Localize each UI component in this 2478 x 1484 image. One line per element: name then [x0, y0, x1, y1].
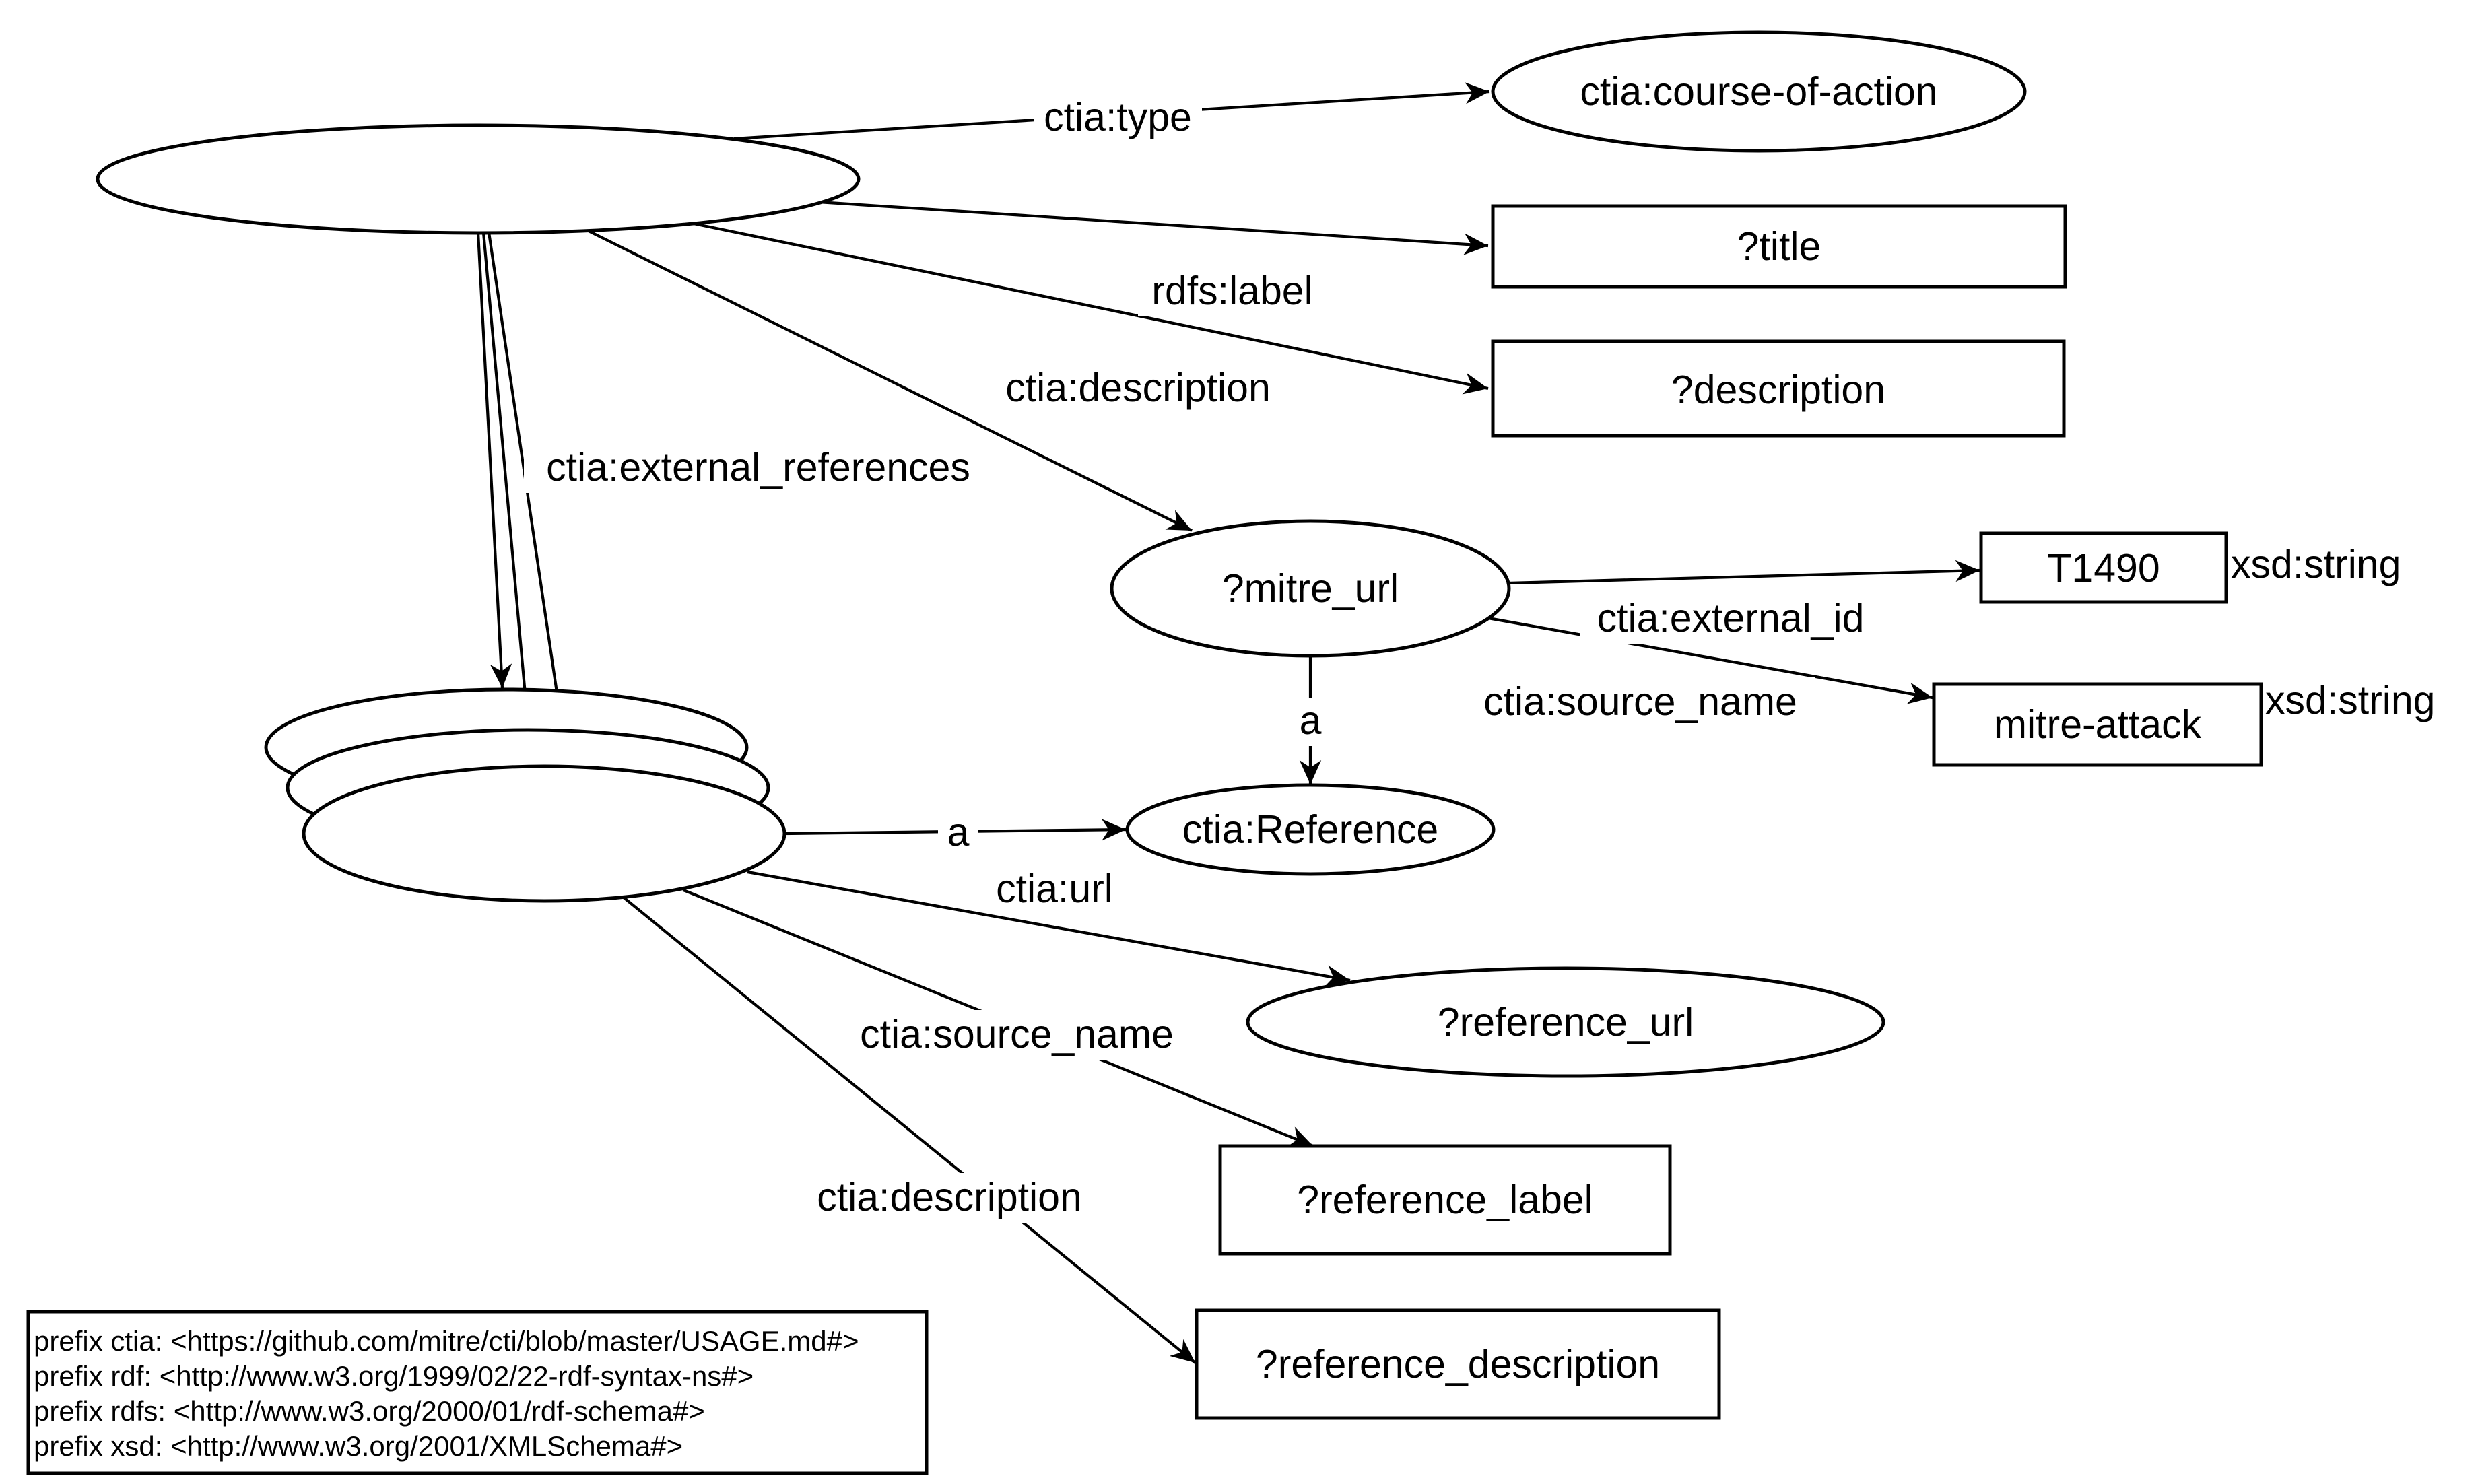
edge-ref-description-line [622, 896, 1197, 1364]
title-node [1491, 204, 2067, 289]
mitre-url-label: ?mitre_url [1222, 566, 1399, 611]
prefix-box [26, 1310, 929, 1475]
edge-ref-url-label: ctia:url [996, 867, 1113, 911]
prefix-line-ctia: prefix ctia: <https://github.com/mitre/c… [34, 1325, 859, 1357]
edge-rdfs-label-line [693, 222, 1489, 395]
external-id-label: T1490 [2047, 546, 2159, 591]
edge-ref-url-line [747, 870, 1351, 987]
prefix-line-xsd: prefix xsd: <http://www.w3.org/2001/XMLS… [34, 1430, 683, 1462]
reference-description-label: ?reference_description [1256, 1342, 1660, 1386]
edge-description-label: ctia:description [1005, 366, 1271, 410]
edge-type-label: ctia:type [1044, 95, 1192, 139]
description-label: ?description [1671, 368, 1885, 412]
source-name-node [1932, 682, 2263, 767]
edge-ref-a-label: a [947, 810, 970, 854]
reference-label-label: ?reference_label [1297, 1178, 1593, 1222]
edge-external-id-label: ctia:external_id [1597, 596, 1865, 640]
external-id-datatype: xsd:string [2231, 542, 2401, 586]
reference-url-node [1246, 966, 1885, 1078]
prefix-line-rdfs: prefix rdfs: <http://www.w3.org/2000/01/… [34, 1395, 705, 1427]
course-of-action-type-node [1491, 30, 2027, 153]
course-of-action-type-label: ctia:course-of-action [1580, 69, 1937, 114]
edge-mitre-source-name-label: ctia:source_name [1483, 679, 1797, 724]
reference-class-node [1125, 783, 1496, 876]
edge-external-id-line [1508, 560, 1980, 585]
course-of-action-node [96, 123, 861, 235]
source-name-datatype: xsd:string [2265, 678, 2435, 722]
edge-external-references-line-1 [476, 232, 512, 689]
edge-external-references-line-2 [481, 232, 537, 725]
edge-ref-source-name-label: ctia:source_name [860, 1012, 1174, 1056]
description-node [1491, 339, 2066, 438]
edge-title-line [817, 200, 1489, 255]
prefix-line-rdf: prefix rdf: <http://www.w3.org/1999/02/2… [34, 1360, 754, 1392]
edge-external-references-label: ctia:external_references [546, 445, 970, 490]
external-reference-node-front [302, 764, 786, 903]
source-name-label: mitre-attack [1994, 702, 2202, 747]
reference-label-node [1218, 1144, 1672, 1256]
title-label: ?title [1737, 224, 1821, 269]
edge-mitre-a-label: a [1300, 698, 1322, 743]
reference-class-label: ctia:Reference [1182, 807, 1438, 852]
reference-url-label: ?reference_url [1438, 1000, 1694, 1044]
edge-description-line [584, 228, 1193, 532]
edge-ref-description-label: ctia:description [817, 1175, 1082, 1219]
edge-rdfs-label-label: rdfs:label [1151, 269, 1312, 313]
reference-description-node [1195, 1308, 1721, 1420]
mitre-url-node [1110, 519, 1511, 658]
edge-mitre-source-name-line [1487, 616, 1933, 704]
edge-external-references-line-3 [487, 232, 574, 762]
external-id-node [1979, 531, 2228, 604]
